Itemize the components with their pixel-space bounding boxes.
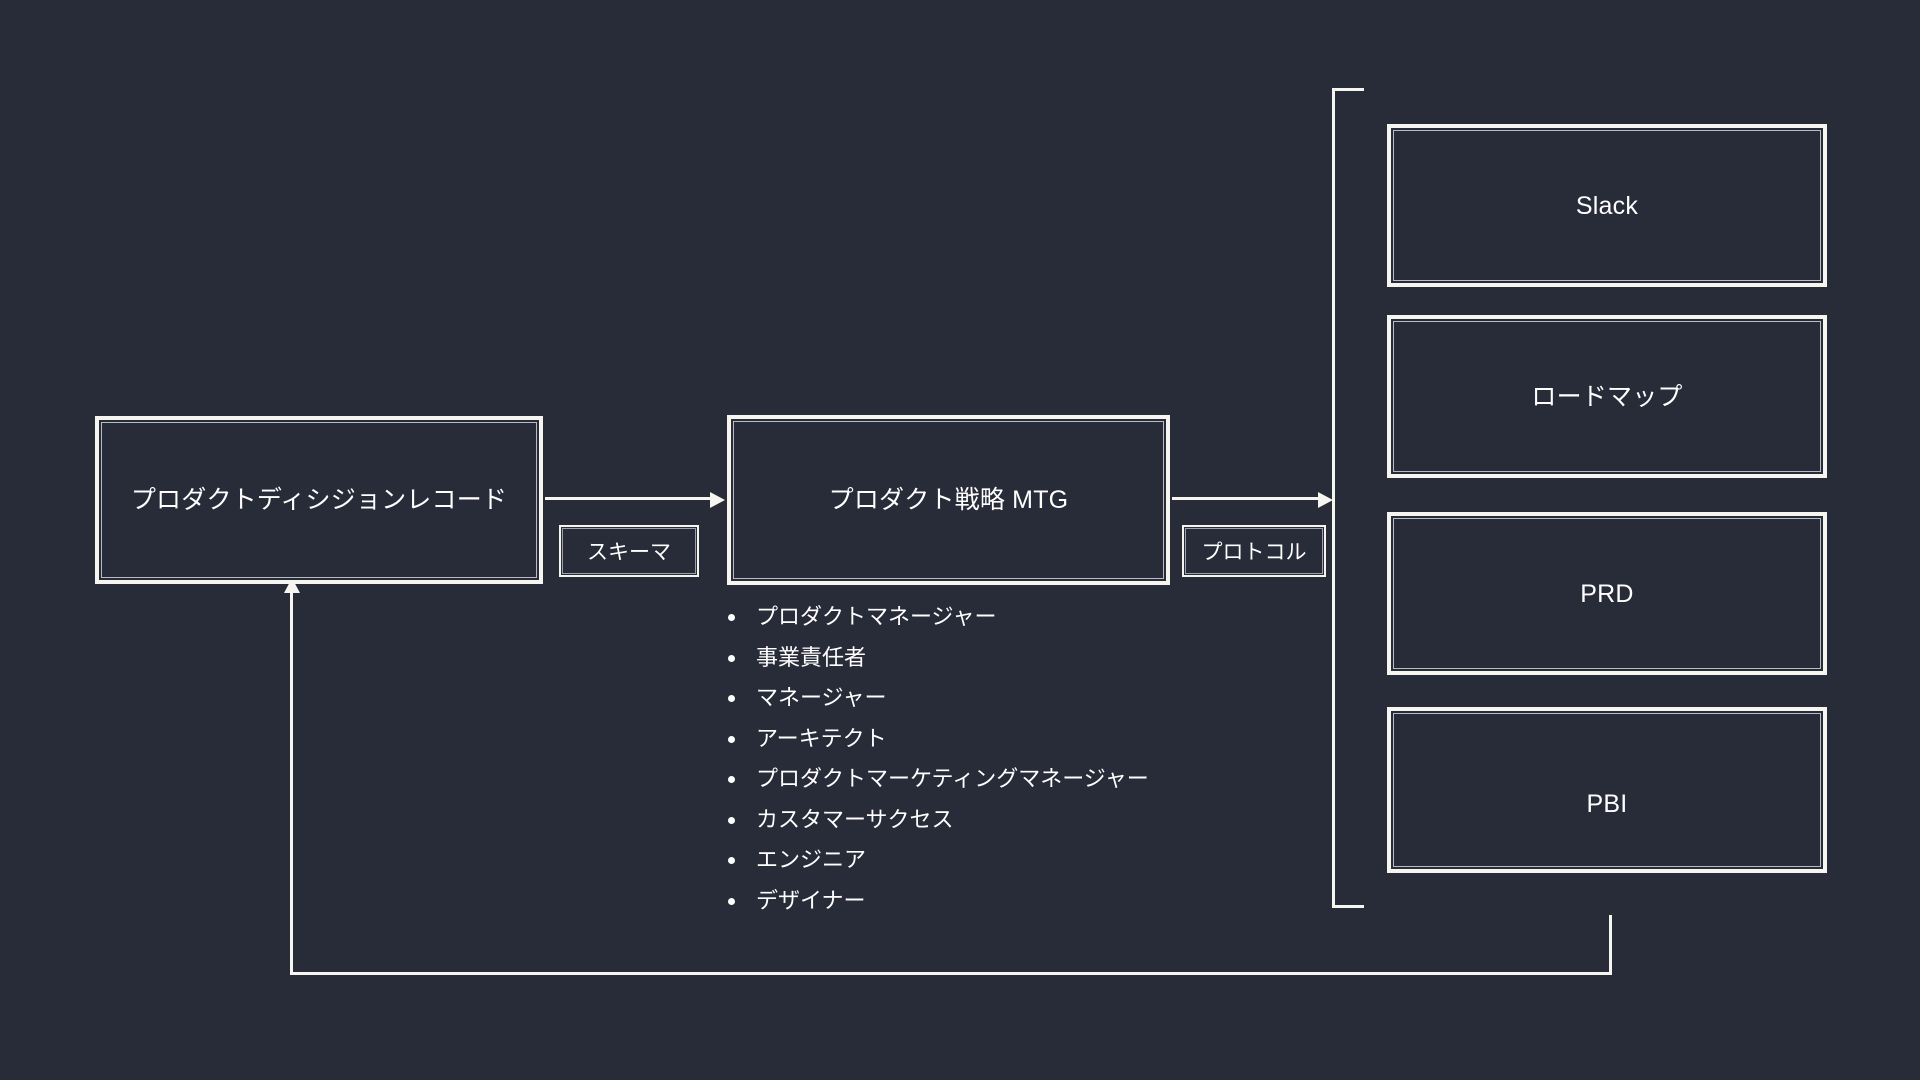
node-product-strategy-meeting-label: プロダクト戦略 MTG [828, 486, 1069, 514]
list-item: プロダクトマネージャー [714, 597, 1274, 638]
participant-label: マネージャー [756, 685, 887, 710]
feedback-loop-bottom-segment [290, 972, 1612, 975]
list-item: マネージャー [714, 678, 1274, 719]
participant-label: エンジニア [756, 847, 867, 872]
participant-label: アーキテクト [756, 725, 887, 751]
edge-decision-record-to-meeting-shaft [545, 497, 713, 500]
outputs-bracket-top-stub [1332, 88, 1364, 91]
bullet-icon [728, 776, 735, 783]
bullet-icon [728, 816, 735, 824]
edge-meeting-to-outputs-shaft [1172, 497, 1322, 500]
list-item: 事業責任者 [714, 638, 1274, 679]
outputs-bracket-bottom-stub [1332, 905, 1364, 908]
edge-label-protocol[interactable]: プロトコル [1182, 525, 1326, 577]
edge-label-protocol-text: プロトコル [1201, 541, 1307, 564]
edge-label-schema[interactable]: スキーマ [559, 525, 699, 577]
participant-label: 事業責任者 [756, 644, 867, 670]
node-product-decision-record-label: プロダクトディシジョンレコード [130, 486, 508, 514]
participant-label: デザイナー [756, 887, 866, 913]
node-prd[interactable]: PRD [1387, 512, 1827, 675]
edge-decision-record-to-meeting-arrowhead [710, 492, 725, 508]
node-prd-label: PRD [1580, 579, 1634, 608]
bullet-icon [728, 897, 735, 905]
bullet-icon [728, 695, 735, 702]
node-pbi[interactable]: PBI [1387, 707, 1827, 873]
list-item: カスタマーサクセス [714, 800, 1274, 841]
node-product-strategy-meeting[interactable]: プロダクト戦略 MTG [727, 415, 1170, 585]
participant-label: プロダクトマーケティングマネージャー [756, 766, 1149, 791]
node-slack[interactable]: Slack [1387, 124, 1827, 287]
list-item: アーキテクト [714, 719, 1274, 760]
list-item: プロダクトマーケティングマネージャー [714, 759, 1274, 800]
outputs-bracket-spine [1332, 88, 1335, 908]
bullet-icon [728, 735, 735, 743]
participant-label: プロダクトマネージャー [756, 604, 997, 629]
bullet-icon [728, 614, 735, 621]
participant-label: カスタマーサクセス [756, 806, 954, 832]
feedback-loop-left-segment [290, 590, 293, 974]
node-roadmap-label: ロードマップ [1531, 382, 1683, 411]
node-slack-label: Slack [1575, 191, 1639, 220]
node-product-decision-record[interactable]: プロダクトディシジョンレコード [95, 416, 543, 584]
node-pbi-label: PBI [1586, 790, 1628, 818]
node-roadmap[interactable]: ロードマップ [1387, 315, 1827, 478]
bullet-icon [728, 654, 735, 662]
edge-label-schema-text: スキーマ [587, 541, 671, 564]
feedback-loop-right-segment [1609, 915, 1612, 975]
bullet-icon [728, 857, 735, 864]
list-item: エンジニア [714, 840, 1274, 881]
edge-meeting-to-outputs-arrowhead [1318, 492, 1333, 508]
list-item: デザイナー [714, 881, 1274, 922]
meeting-participants-list: プロダクトマネージャー 事業責任者 マネージャー アーキテクト プロダクトマーケ… [714, 597, 1274, 921]
